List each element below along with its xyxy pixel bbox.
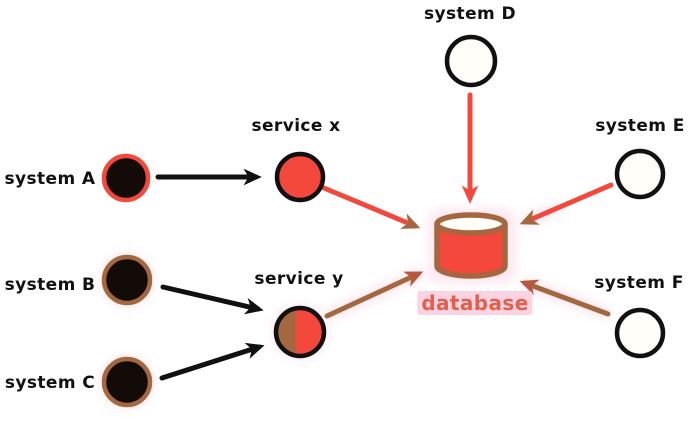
label-system-f: system F [594, 273, 684, 293]
database-cylinder-top [434, 212, 508, 236]
label-service-x: service x [251, 116, 341, 136]
edge-service-y-to-database [324, 271, 424, 319]
label-system-c: system C [4, 373, 96, 393]
edge-system-e-to-database [519, 182, 614, 225]
node-service-y-circle [273, 305, 327, 359]
edge-system-f-to-database [519, 279, 611, 317]
edge-system-b-to-service-y [160, 284, 264, 315]
label-system-d: system D [424, 4, 516, 24]
edge-system-c-to-service-y [159, 342, 265, 381]
node-system-c-circle [101, 356, 153, 408]
label-system-b: system B [4, 275, 96, 295]
label-system-e: system E [595, 116, 685, 136]
database-cylinder-body [434, 224, 508, 279]
node-system-f-circle [614, 307, 666, 359]
node-system-a-circle [101, 153, 151, 203]
node-system-d-circle [444, 34, 498, 88]
node-service-x-circle [274, 151, 326, 203]
label-system-a: system A [4, 169, 96, 189]
node-system-e-circle [614, 148, 666, 200]
label-database: database [417, 291, 533, 315]
label-service-y: service y [254, 269, 344, 289]
edge-service-x-to-database [321, 185, 421, 229]
node-system-b-circle [101, 254, 153, 306]
edges [155, 92, 614, 381]
node-database-cylinder [434, 212, 508, 279]
nodes [101, 34, 666, 408]
